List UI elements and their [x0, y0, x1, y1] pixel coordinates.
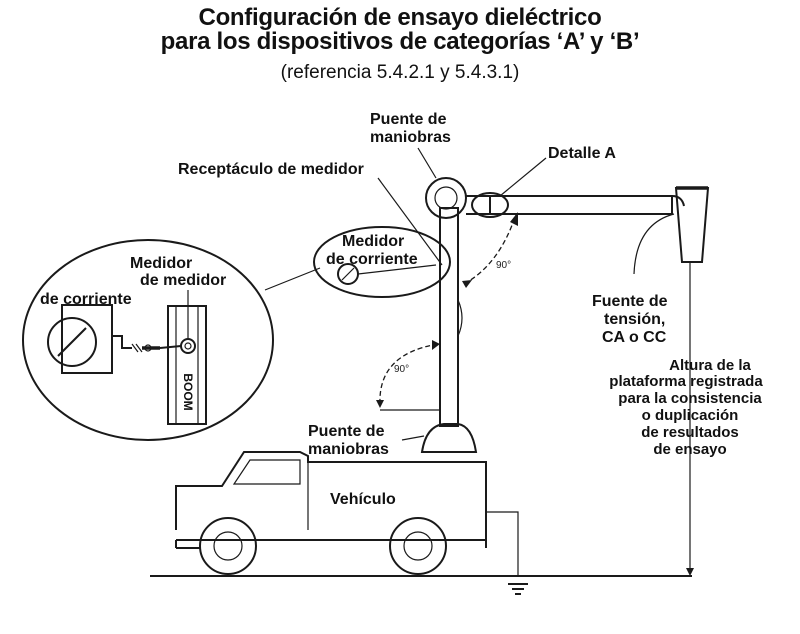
current-meter-callout — [313, 226, 451, 298]
rear-wheel — [389, 517, 447, 575]
meter-receptacle-detail-label-2: de medidor — [140, 272, 226, 289]
upper-jumper-label-2: maniobras — [370, 129, 451, 146]
current-meter-dial-large — [47, 317, 97, 367]
platform-height-label-3: para la consistencia — [618, 390, 762, 407]
voltage-source-label-1: Fuente de — [592, 293, 668, 310]
voltage-source-label-2: tensión, — [604, 311, 665, 328]
platform-height-label-2: plataforma registrada — [609, 373, 763, 390]
voltage-source-label-3: CA o CC — [602, 329, 667, 346]
boom-section-detail — [167, 305, 207, 425]
lower-boom — [439, 207, 459, 427]
current-meter-box-large — [61, 304, 113, 374]
aerial-device: 90° 90° — [376, 177, 710, 576]
diagram-subtitle: (referencia 5.4.2.1 y 5.4.3.1) — [280, 62, 520, 83]
lower-turntable — [420, 423, 478, 453]
upper-turntable — [425, 177, 467, 219]
current-meter-detail-label-1: Medidor — [130, 255, 192, 272]
diagram-title-line-1: Configuración de ensayo dieléctrico — [198, 4, 602, 31]
current-meter-callout-label-1: Medidor — [342, 233, 404, 250]
angle-label-upper: 90° — [496, 260, 511, 271]
current-meter-detail-label-2: de corriente — [40, 291, 132, 308]
detail-bubble: BOOM — [22, 239, 274, 441]
detail-a-label: Detalle A — [548, 145, 616, 162]
meter-receptacle-label: Receptáculo de medidor — [178, 161, 364, 178]
platform-height-label-4: o duplicación — [642, 407, 739, 424]
vehicle-label: Vehículo — [330, 491, 396, 508]
current-meter-callout-label-2: de corriente — [326, 251, 418, 268]
front-wheel — [199, 517, 257, 575]
meter-receptacle-large — [180, 338, 196, 354]
upper-jumper-label-1: Puente de — [370, 111, 447, 128]
platform-height-label-1: Altura de la — [669, 357, 751, 374]
detail-a-marker — [471, 192, 509, 218]
lower-jumper-label-1: Puente de — [308, 423, 385, 440]
platform-height-label-6: de ensayo — [653, 441, 726, 458]
angle-label-lower: 90° — [394, 364, 409, 375]
boom-label: BOOM — [181, 373, 195, 410]
platform-height-label-5: de resultados — [641, 424, 739, 441]
upper-boom — [466, 195, 673, 215]
diagram-title-line-2: para los dispositivos de categorías ‘A’ … — [160, 28, 640, 55]
lower-jumper-label-2: maniobras — [308, 441, 389, 458]
vehicle-truck — [150, 451, 692, 595]
